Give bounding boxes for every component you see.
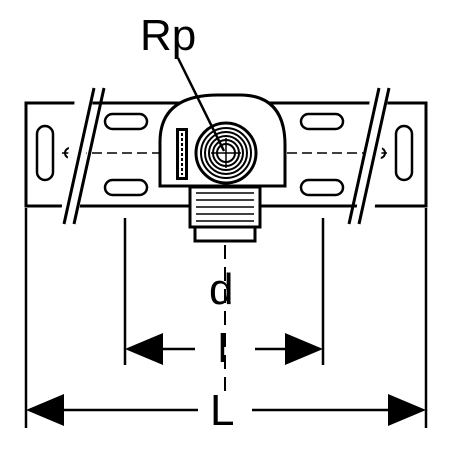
- left-end-slot: [35, 124, 55, 182]
- inner-left-arrowhead: [125, 333, 163, 365]
- total-length-dimension: [26, 394, 426, 426]
- inner-length-label: l: [218, 327, 227, 371]
- inner-length-dimension: [125, 333, 323, 365]
- diameter-label: d: [209, 265, 233, 314]
- elbow-fitting: [158, 93, 287, 243]
- right-break-mark: [347, 87, 391, 225]
- thread-leader-line: [176, 57, 226, 152]
- total-length-label: L: [210, 386, 234, 435]
- right-end-slot: [394, 124, 414, 182]
- outer-left-arrowhead: [26, 394, 64, 426]
- left-break-mark: [60, 87, 106, 225]
- left-lower-slot: [103, 178, 149, 197]
- thread-label: Rp: [140, 11, 196, 60]
- spigot-end: [193, 225, 257, 243]
- outer-right-arrowhead: [388, 394, 426, 426]
- left-upper-slot: [103, 112, 149, 131]
- right-lower-slot: [299, 178, 345, 197]
- right-upper-slot: [299, 112, 345, 131]
- inner-right-arrowhead: [285, 333, 323, 365]
